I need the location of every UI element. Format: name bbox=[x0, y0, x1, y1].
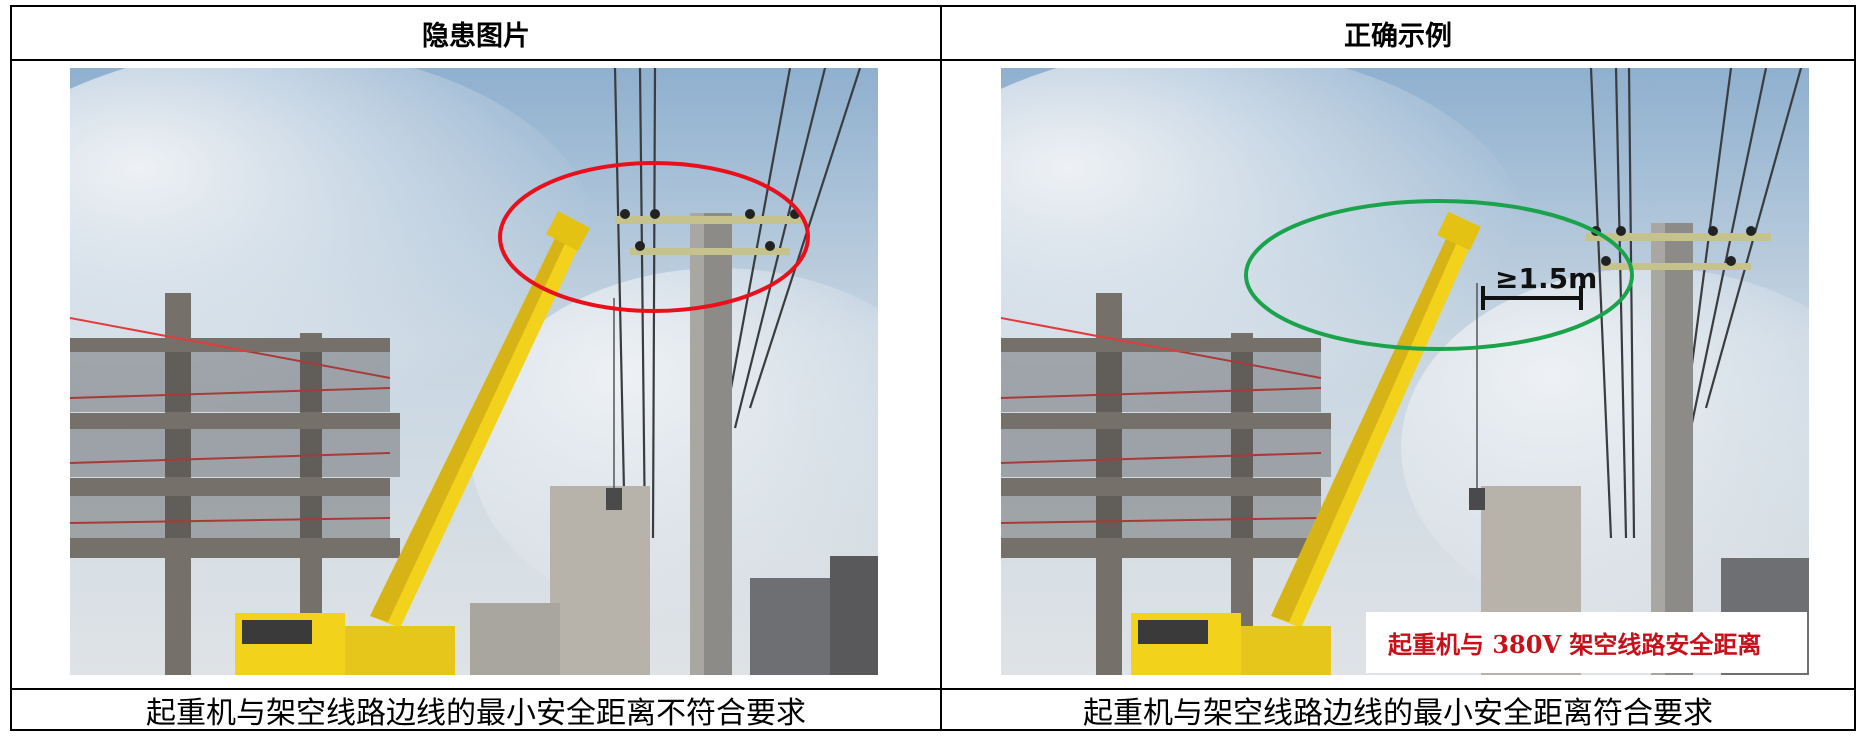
correct-example-header: 正确示例 bbox=[1344, 20, 1452, 52]
hazard-photo bbox=[70, 68, 878, 675]
hazard-header: 隐患图片 bbox=[422, 20, 530, 52]
header-row-divider bbox=[10, 59, 1856, 61]
comparison-table bbox=[10, 5, 1856, 731]
correct-example-caption: 起重机与架空线路边线的最小安全距离符合要求 bbox=[1083, 696, 1713, 731]
column-divider bbox=[940, 5, 942, 731]
hazard-caption: 起重机与架空线路边线的最小安全距离不符合要求 bbox=[146, 696, 806, 731]
safety-distance-badge: 起重机与 380V 架空线路安全距离 bbox=[1366, 612, 1807, 673]
distance-label: ≥1.5m bbox=[1495, 262, 1598, 295]
correct-example-photo bbox=[1001, 68, 1809, 675]
caption-row-divider bbox=[10, 688, 1856, 690]
